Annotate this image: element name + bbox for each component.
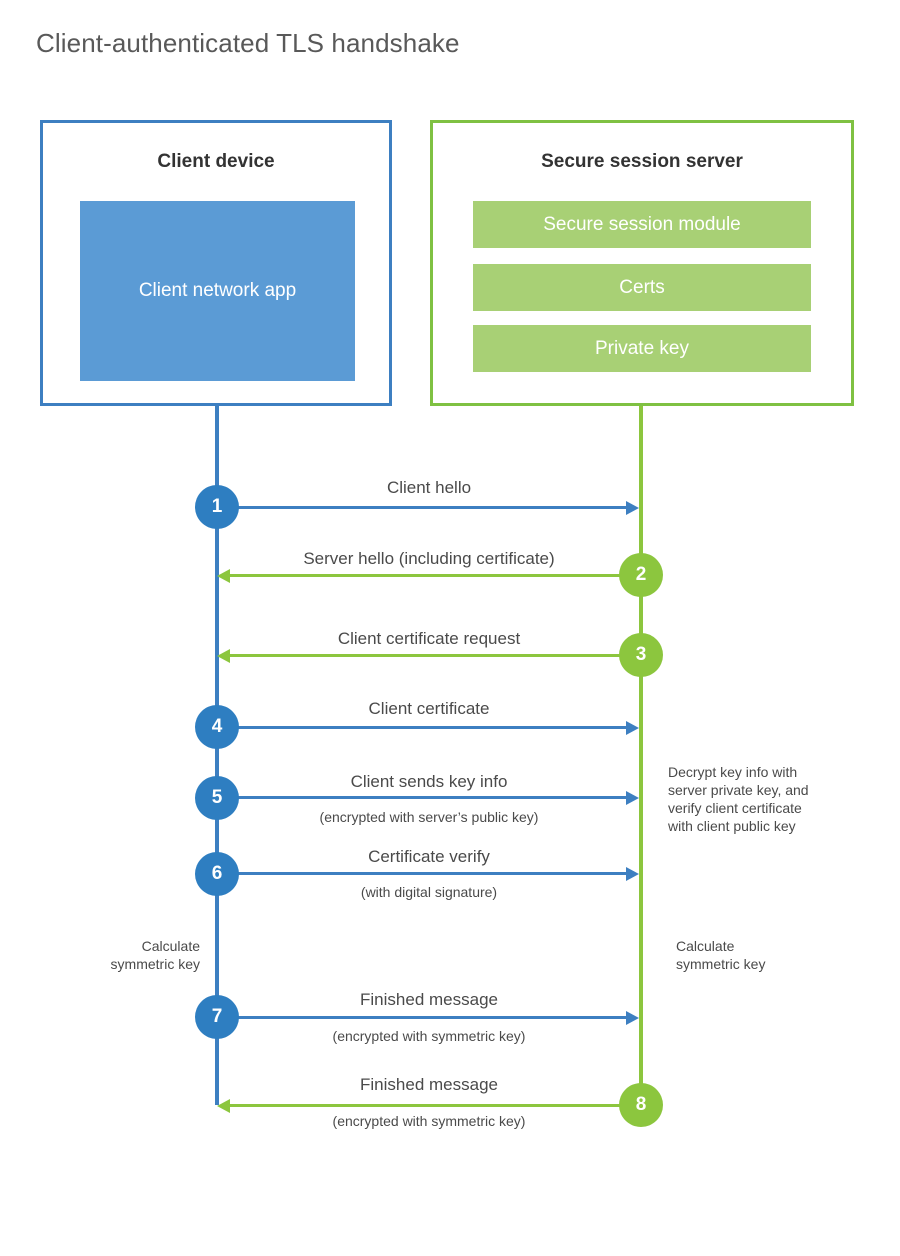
secure-session-server-box: Secure session server Secure session mod… xyxy=(430,120,854,406)
message-label-step-1: Client hello xyxy=(386,478,472,497)
arrowhead-icon xyxy=(626,720,639,735)
note-client-calculate-line-2: symmetric key xyxy=(110,956,200,972)
note-server-decrypt-line-4: with client public key xyxy=(668,818,796,834)
step-circle-2[interactable]: 2 xyxy=(619,553,663,597)
arrow-step-7 xyxy=(217,1010,639,1025)
note-server-calculate-line-1: Calculate xyxy=(676,938,735,954)
arrowhead-icon xyxy=(626,500,639,515)
server-component-certs: Certs xyxy=(473,264,811,311)
note-server-decrypt-line-3: verify client certificate xyxy=(668,800,802,816)
page-title: Client-authenticated TLS handshake xyxy=(36,28,460,58)
arrow-step-4 xyxy=(217,720,639,735)
step-circle-3[interactable]: 3 xyxy=(619,633,663,677)
message-label-step-8: Finished message xyxy=(360,1075,498,1094)
note-client-calculate-line-1: Calculate xyxy=(141,938,200,954)
note-server-decrypt-line-2: server private key, and xyxy=(668,782,809,798)
arrow-step-5 xyxy=(217,790,639,805)
arrowhead-icon xyxy=(217,568,230,583)
message-label-step-5: Client sends key info xyxy=(350,772,508,791)
arrowhead-icon xyxy=(626,790,639,805)
step-circle-6[interactable]: 6 xyxy=(195,852,239,896)
message-sublabel-step-8: (encrypted with symmetric key) xyxy=(332,1113,526,1129)
message-sublabel-step-5: (encrypted with server’s public key) xyxy=(319,809,539,825)
arrowhead-icon xyxy=(217,648,230,663)
step-circle-4[interactable]: 4 xyxy=(195,705,239,749)
arrowhead-icon xyxy=(626,1010,639,1025)
server-component-secure-session-module: Secure session module xyxy=(473,201,811,248)
client-network-app-block: Client network app xyxy=(80,201,355,381)
server-lifeline xyxy=(639,406,643,1105)
step-circle-7[interactable]: 7 xyxy=(195,995,239,1039)
client-device-title: Client device xyxy=(157,151,275,172)
note-server-calculate-symmetric-key: Calculate symmetric key xyxy=(676,937,856,973)
server-component-private-key: Private key xyxy=(473,325,811,372)
arrow-step-1 xyxy=(217,500,639,515)
step-circle-1[interactable]: 1 xyxy=(195,485,239,529)
message-label-step-6: Certificate verify xyxy=(368,847,490,866)
message-label-step-7: Finished message xyxy=(360,990,498,1009)
arrow-step-6 xyxy=(217,866,639,881)
client-device-box: Client device Client network app xyxy=(40,120,392,406)
secure-session-server-title: Secure session server xyxy=(541,151,743,172)
message-label-step-4: Client certificate xyxy=(368,699,490,718)
message-sublabel-step-6: (with digital signature) xyxy=(360,884,498,900)
arrow-step-2 xyxy=(217,568,639,583)
note-client-calculate-symmetric-key: Calculate symmetric key xyxy=(40,937,200,973)
message-label-step-2: Server hello (including certificate) xyxy=(303,549,555,568)
arrow-step-8 xyxy=(217,1098,639,1113)
note-server-calculate-line-2: symmetric key xyxy=(676,956,766,972)
note-server-decrypt: Decrypt key info with server private key… xyxy=(668,763,858,835)
arrowhead-icon xyxy=(626,866,639,881)
client-lifeline xyxy=(215,406,219,1105)
step-circle-8[interactable]: 8 xyxy=(619,1083,663,1127)
step-circle-5[interactable]: 5 xyxy=(195,776,239,820)
message-label-step-3: Client certificate request xyxy=(337,629,521,648)
arrowhead-icon xyxy=(217,1098,230,1113)
note-server-decrypt-line-1: Decrypt key info with xyxy=(668,764,798,780)
arrow-step-3 xyxy=(217,648,639,663)
message-sublabel-step-7: (encrypted with symmetric key) xyxy=(332,1028,526,1044)
